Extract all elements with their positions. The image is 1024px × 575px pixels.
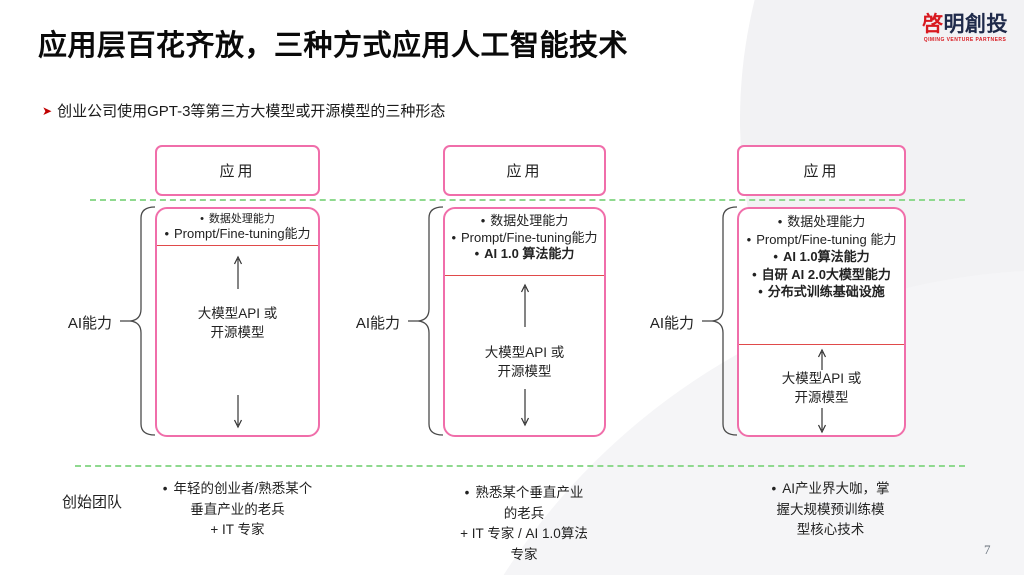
model-text: 大模型API 或 开源模型 [739, 369, 904, 407]
page-number: 7 [984, 542, 991, 557]
capability-box-2: •数据处理能力 •Prompt/Fine-tuning能力 •AI 1.0 算法… [443, 207, 606, 437]
bullet-icon: • [200, 213, 204, 225]
bullet-icon: • [474, 246, 480, 261]
model-line-1: 大模型API 或 [484, 345, 565, 360]
capability-text: Prompt/Fine-tuning能力 [461, 229, 598, 245]
team-item-3: • AI产业界大咖，掌 握大规模预训练模 型核心技术 [733, 479, 928, 541]
logo-wordmark: 啓明創投 [915, 14, 1015, 35]
down-arrow-icon [233, 395, 242, 429]
ai-capability-brace [408, 206, 443, 436]
subtitle: ➤ 创业公司使用GPT-3等第三方大模型或开源模型的三种形态 [42, 100, 445, 121]
up-arrow-icon [817, 348, 826, 370]
dashed-divider-bottom [75, 465, 965, 467]
ai-capability-brace [120, 206, 155, 436]
app-box-label: 应用 [219, 163, 256, 180]
team-line: 握大规模预训练模 [776, 501, 885, 517]
capability-item: • AI 1.0 算法能力 [450, 246, 599, 263]
bullet-icon: • [771, 481, 777, 496]
ai-capability-brace [702, 206, 737, 436]
up-arrow-icon [520, 283, 529, 327]
app-box-label: 应用 [803, 163, 840, 180]
team-text: AI产业界大咖，掌 [782, 481, 890, 496]
capability-text: AI 1.0 算法能力 [484, 246, 575, 261]
capability-list: •数据处理能力 •Prompt/Fine-tuning 能力 •AI 1.0算法… [739, 209, 904, 301]
team-line: 垂直产业的老兵 [190, 501, 285, 517]
ai-capability-label: AI能力 [67, 315, 112, 332]
capability-list: •数据处理能力 •Prompt/Fine-tuning能力 [157, 209, 318, 243]
down-arrow-icon [520, 389, 529, 427]
team-line: • 年轻的创业者/熟悉某个 [130, 479, 345, 500]
logo-char-red: 啓 [922, 13, 944, 36]
ai-capability-label: AI能力 [649, 315, 694, 332]
bullet-icon: • [752, 266, 757, 282]
red-divider [445, 275, 604, 276]
bullet-icon: • [164, 226, 169, 241]
bullet-icon: • [758, 284, 763, 299]
capability-item: • AI 1.0算法能力 [744, 248, 899, 266]
capability-text: AI 1.0算法能力 [782, 249, 870, 264]
down-arrow-icon [817, 408, 826, 434]
app-box-label: 应用 [506, 163, 543, 180]
slide-title: 应用层百花齐放，三种方式应用人工智能技术 [38, 30, 629, 62]
capability-text: Prompt/Fine-tuning能力 [174, 226, 311, 241]
team-line: • 熟悉某个垂直产业 [415, 483, 633, 504]
team-item-1: • 年轻的创业者/熟悉某个 垂直产业的老兵 + IT 专家 [130, 479, 345, 541]
bullet-icon: • [162, 481, 168, 496]
red-divider [739, 344, 904, 345]
model-line-2: 开源模型 [497, 364, 552, 379]
up-arrow-icon [233, 255, 242, 289]
model-line-2: 开源模型 [210, 325, 265, 340]
dashed-divider-top [90, 199, 965, 201]
team-line: 专家 [510, 546, 538, 562]
team-line: 的老兵 [503, 505, 545, 521]
app-box-3: 应用 [737, 145, 906, 196]
model-line-2: 开源模型 [794, 390, 849, 405]
model-line-1: 大模型API 或 [781, 371, 862, 386]
team-item-2: • 熟悉某个垂直产业 的老兵 + IT 专家 / AI 1.0算法 专家 [415, 483, 633, 565]
capability-item: •Prompt/Fine-tuning 能力 [744, 231, 899, 249]
arrow-bullet-icon: ➤ [42, 104, 53, 118]
founding-team-label: 创始团队 [62, 494, 123, 511]
capability-text: 数据处理能力 [208, 213, 275, 225]
capability-text: Prompt/Fine-tuning 能力 [756, 231, 897, 247]
team-line: + IT 专家 / AI 1.0算法 [460, 526, 588, 541]
capability-item: • 分布式训练基础设施 [744, 283, 899, 301]
capability-text: 分布式训练基础设施 [767, 284, 885, 299]
team-line: 型核心技术 [796, 522, 865, 537]
bullet-icon: • [746, 231, 752, 247]
subtitle-text: 创业公司使用GPT-3等第三方大模型或开源模型的三种形态 [57, 103, 446, 120]
capability-item: • 数据处理能力 [744, 213, 899, 231]
capability-item: • 数据处理能力 [162, 213, 313, 226]
capability-item: • Prompt/Fine-tuning能力 [162, 226, 313, 243]
capability-item: • Prompt/Fine-tuning能力 [450, 230, 599, 247]
model-line-1: 大模型API 或 [197, 306, 278, 321]
team-text: 年轻的创业者/熟悉某个 [173, 481, 313, 496]
bullet-icon: • [464, 485, 470, 500]
capability-text: 数据处理能力 [490, 213, 569, 228]
capability-item: • 数据处理能力 [450, 213, 599, 230]
qiming-logo: 啓明創投 QIMING VENTURE PARTNERS [915, 14, 1015, 43]
model-text: 大模型API 或 开源模型 [157, 304, 318, 342]
bullet-icon: • [773, 249, 778, 264]
team-line: • AI产业界大咖，掌 [733, 479, 928, 500]
capability-list: •数据处理能力 •Prompt/Fine-tuning能力 •AI 1.0 算法… [445, 209, 604, 263]
capability-box-1: •数据处理能力 •Prompt/Fine-tuning能力 大模型API 或 开… [155, 207, 320, 437]
app-box-2: 应用 [443, 145, 606, 196]
model-text: 大模型API 或 开源模型 [445, 343, 604, 381]
team-line: + IT 专家 [210, 522, 265, 537]
bullet-icon: • [777, 214, 783, 229]
capability-box-3: •数据处理能力 •Prompt/Fine-tuning 能力 •AI 1.0算法… [737, 207, 906, 437]
ai-capability-label: AI能力 [355, 315, 400, 332]
bullet-icon: • [451, 229, 456, 245]
capability-text: 自研 AI 2.0大模型能力 [761, 266, 891, 282]
bullet-icon: • [480, 213, 486, 228]
app-box-1: 应用 [155, 145, 320, 196]
logo-chars-navy: 明創投 [943, 13, 1008, 36]
capability-text: 数据处理能力 [787, 214, 866, 229]
team-text: 熟悉某个垂直产业 [475, 485, 584, 500]
capability-item: •自研 AI 2.0大模型能力 [744, 266, 899, 284]
red-divider [157, 245, 318, 246]
logo-tagline: QIMING VENTURE PARTNERS [923, 37, 1007, 43]
